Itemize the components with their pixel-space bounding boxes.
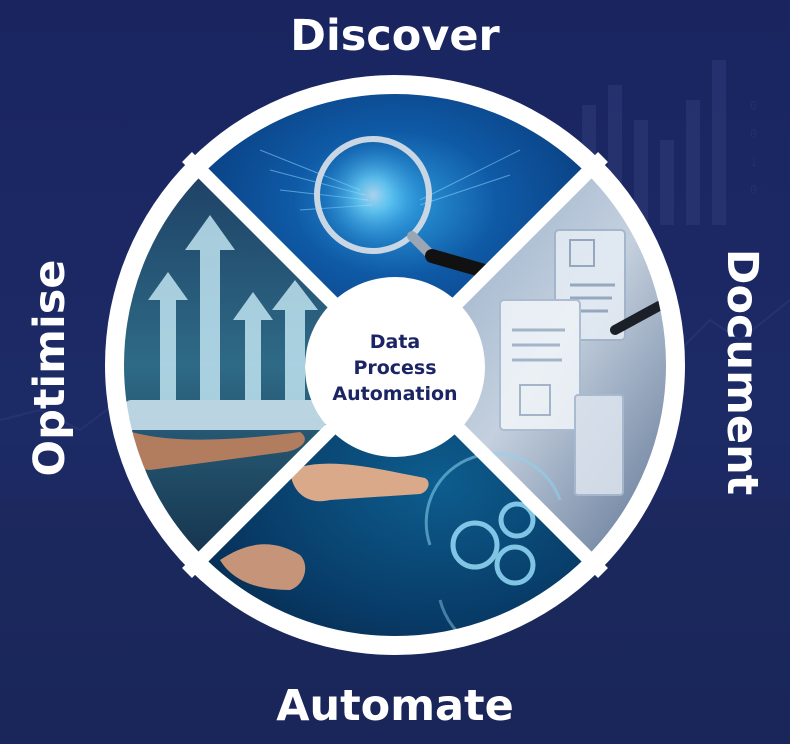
label-optimise: Optimise: [25, 259, 75, 477]
label-document: Document: [717, 248, 767, 496]
label-discover: Discover: [290, 11, 500, 61]
rising-arrows-icon: [148, 215, 318, 400]
digital-documents-icon: [499, 229, 626, 496]
svg-text:0: 0: [750, 127, 757, 141]
center-title-line-3: Automation: [332, 383, 458, 405]
svg-text:0: 0: [750, 183, 757, 197]
center-title-line-2: Process: [353, 357, 437, 379]
center-title-line-1: Data: [369, 331, 421, 353]
label-automate: Automate: [276, 681, 514, 731]
finger-touch-icon: [220, 463, 429, 590]
svg-text:1: 1: [750, 155, 757, 169]
svg-text:0: 0: [750, 99, 757, 113]
center-hub: [305, 277, 485, 457]
magnifying-glass-icon: [314, 136, 495, 279]
tablet-hand-icon: [125, 400, 325, 470]
center-title: Data Process Automation: [318, 318, 472, 418]
